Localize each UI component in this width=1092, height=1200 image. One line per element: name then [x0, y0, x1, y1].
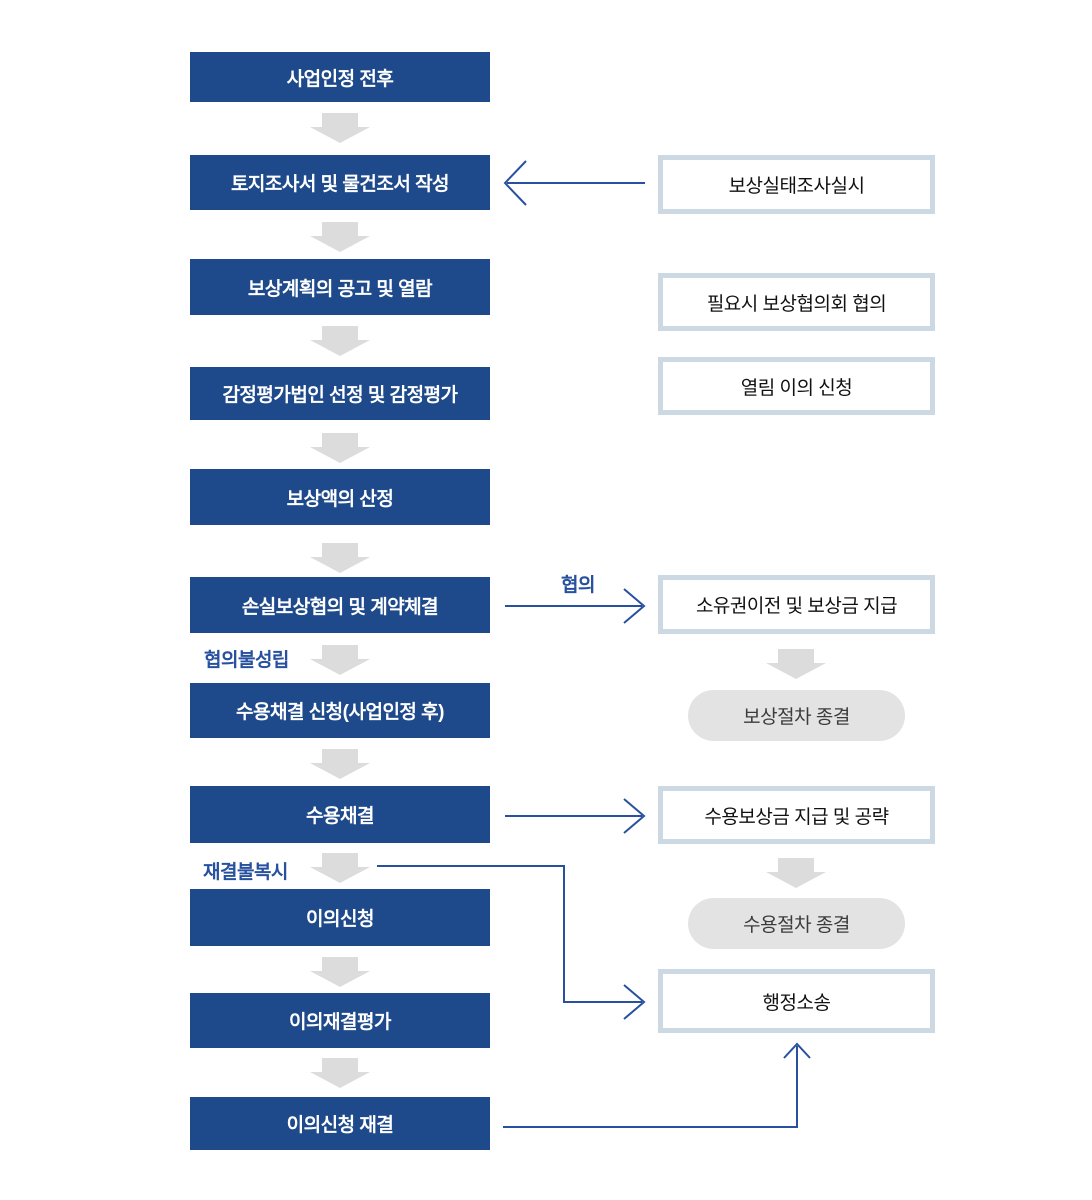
side-box-ownership-transfer: 소유권이전 및 보상금 지급 [658, 575, 935, 634]
arrowhead-right-2 [623, 798, 646, 834]
down-arrow-icon [310, 957, 370, 987]
step-appraisal-selection: 감정평가법인 선정 및 감정평가 [190, 367, 490, 420]
step-objection-appraisal: 이의재결평가 [190, 993, 490, 1048]
pill-compensation-procedure-end: 보상절차 종결 [688, 690, 905, 741]
down-arrow-icon [310, 1058, 370, 1088]
down-arrow-icon [310, 645, 370, 675]
edge-label-agreement-failed: 협의불성립 [204, 650, 289, 671]
down-arrow-icon [766, 649, 826, 679]
step-land-object-register: 토지조사서 및 물건조서 작성 [190, 155, 490, 210]
side-box-compensation-survey: 보상실태조사실시 [658, 155, 935, 214]
arrowhead-right-3 [623, 984, 646, 1020]
side-box-objection-request: 열림 이의 신청 [658, 357, 935, 415]
down-arrow-icon [766, 858, 826, 888]
step-compensation-plan-notice: 보상계획의 공고 및 열람 [190, 259, 490, 315]
step-expropriation-request: 수용채결 신청(사업인정 후) [190, 683, 490, 738]
down-arrow-icon [310, 113, 370, 143]
side-box-expropriation-payment: 수용보상금 지급 및 공략 [658, 786, 935, 844]
edge-label-agreement: 협의 [561, 575, 595, 596]
arrowhead-left [503, 160, 527, 206]
step-loss-agreement-contract: 손실보상협의 및 계약체결 [190, 577, 490, 633]
down-arrow-icon [310, 749, 370, 779]
edge-label-ruling-objection: 재결불복시 [203, 862, 288, 883]
step-compensation-amount: 보상액의 산정 [190, 469, 490, 525]
step-objection-ruling: 이의신청 재결 [190, 1097, 490, 1150]
down-arrow-icon [310, 326, 370, 356]
arrow-final-ruling-line [503, 1046, 798, 1128]
down-arrow-icon [310, 543, 370, 573]
down-arrow-icon [310, 853, 370, 883]
step-objection-filing: 이의신청 [190, 889, 490, 946]
down-arrow-icon [310, 433, 370, 463]
pill-expropriation-procedure-end: 수용절차 종결 [688, 898, 905, 949]
side-box-council-consultation: 필요시 보상협의회 협의 [658, 273, 935, 331]
side-box-administrative-suit: 행정소송 [658, 969, 935, 1033]
step-project-approval: 사업인정 전후 [190, 52, 490, 102]
arrowhead-up [783, 1042, 811, 1059]
arrowhead-right-1 [623, 588, 646, 624]
down-arrow-icon [310, 222, 370, 252]
step-expropriation-ruling: 수용채결 [190, 786, 490, 843]
